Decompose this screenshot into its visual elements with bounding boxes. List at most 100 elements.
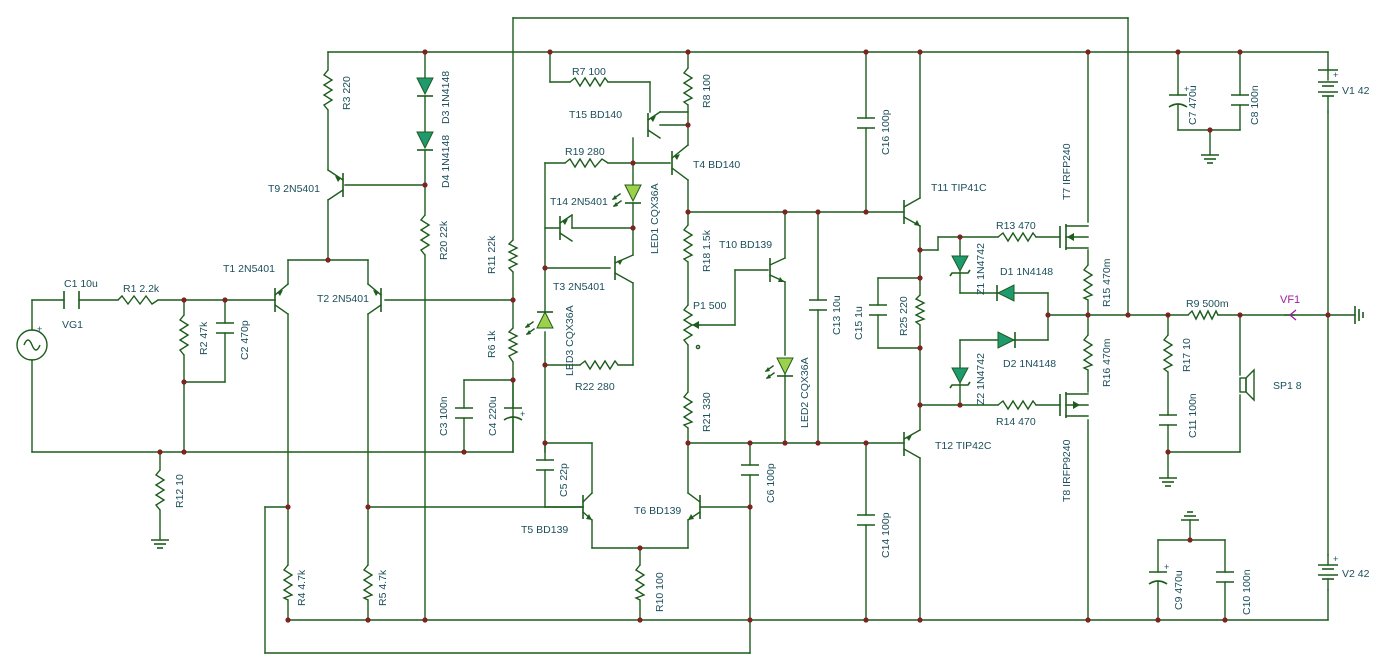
label-r5: R5 4.7k [377, 569, 389, 606]
label-d2: D2 1N4148 [1003, 358, 1056, 370]
c1-capacitor [63, 291, 80, 309]
r20-resistor [419, 214, 431, 256]
label-r6: R6 1k [486, 330, 498, 358]
label-vg1: VG1 [62, 319, 83, 331]
c3-capacitor [455, 407, 473, 419]
label-v1: V1 42 [1342, 85, 1370, 97]
label-t4: T4 BD140 [693, 159, 740, 171]
label-r22: R22 280 [575, 381, 615, 393]
t15-transistor [647, 111, 689, 139]
label-c8: C8 100n [1249, 85, 1261, 125]
junctions [157, 49, 1331, 623]
label-r3: R3 220 [341, 76, 353, 110]
d2-diode [997, 331, 1016, 349]
label-t11: T11 TIP41C [931, 182, 987, 194]
z1-zener [949, 255, 971, 277]
r19-resistor [564, 157, 609, 169]
c8-capacitor [1231, 94, 1249, 106]
label-r7: R7 100 [572, 66, 606, 78]
label-t3: T3 2N5401 [553, 281, 605, 293]
label-z1: Z1 1N4742 [975, 243, 987, 295]
t12-transistor [903, 429, 921, 459]
t9-transistor [327, 169, 344, 201]
c13-capacitor [809, 299, 827, 311]
led2-led [765, 357, 794, 379]
c2-capacitor [216, 322, 234, 334]
c5-capacitor [536, 459, 554, 471]
label-c5: C5 22p [558, 463, 570, 497]
r16-resistor [1082, 334, 1094, 371]
label-v2-plus: + [1333, 554, 1338, 564]
sources [16, 69, 1364, 591]
label-t12: T12 TIP42C [935, 440, 992, 452]
label-vg1-plus: + [37, 324, 42, 334]
label-led2: LED2 CQX36A [799, 357, 811, 428]
label-r12: R12 10 [174, 474, 186, 508]
label-r4: R4 4.7k [296, 569, 308, 606]
label-led3: LED3 CQX36A [564, 305, 576, 376]
r13-resistor [997, 231, 1037, 243]
r12-resistor [154, 469, 166, 511]
d1-diode [996, 284, 1015, 302]
t1-transistor [274, 283, 289, 315]
label-d3: D3 1N4148 [440, 71, 452, 124]
label-t7: T7 IRFP240 [1061, 143, 1073, 200]
c6-capacitor [741, 464, 759, 476]
t14-transistor [544, 214, 573, 242]
c4-capacitor [503, 407, 523, 453]
r22-resistor [579, 359, 619, 371]
v1-dc-source [1318, 69, 1338, 113]
led3-led [525, 310, 554, 335]
component-labels: C1 10u VG1 + R1 2.2k R2 47k C2 470p R12 … [37, 66, 1370, 615]
transistors [274, 111, 1089, 521]
label-c1: C1 10u [64, 278, 98, 290]
label-r17: R17 10 [1181, 338, 1193, 372]
label-c3: C3 100n [438, 396, 450, 436]
t5-transistor [582, 492, 593, 521]
resistors [117, 67, 1219, 601]
label-t15: T15 BD140 [569, 109, 622, 121]
label-r19: R19 280 [565, 146, 605, 158]
label-r8: R8 100 [701, 74, 713, 108]
r9-resistor [1187, 309, 1219, 321]
d3-diode [416, 77, 434, 97]
r18-resistor [682, 224, 694, 263]
label-r11: R11 22k [486, 235, 498, 274]
r7-resistor [569, 76, 609, 88]
c15-capacitor [869, 304, 887, 316]
label-c14: C14 100p [880, 512, 892, 558]
r4-resistor [282, 564, 294, 601]
r11-resistor [507, 239, 519, 273]
ground-symbols [151, 154, 1364, 549]
r17-resistor [1162, 334, 1174, 373]
label-r10: R10 100 [654, 572, 666, 612]
label-c15: C15 1u [853, 306, 865, 340]
label-t1: T1 2N5401 [223, 263, 275, 275]
label-r25: R25 220 [898, 296, 910, 336]
p1-potentiometer [682, 304, 694, 346]
label-vf1: VF1 [1280, 294, 1300, 306]
r2-resistor [178, 314, 190, 356]
c11-capacitor [1159, 414, 1177, 426]
label-t2: T2 2N5401 [317, 293, 369, 305]
label-r1: R1 2.2k [123, 283, 160, 295]
z2-zener [949, 367, 971, 389]
label-t8: T8 IRFP9240 [1061, 439, 1073, 502]
r5-resistor [362, 564, 374, 601]
label-t10: T10 BD139 [719, 239, 772, 251]
t7-mosfet [1059, 224, 1089, 250]
label-p1: P1 500 [693, 300, 726, 312]
sp1-speaker [1239, 368, 1255, 402]
label-c16: C16 100p [880, 109, 892, 155]
label-t14: T14 2N5401 [550, 196, 608, 208]
label-c7: C7 470u [1187, 85, 1199, 125]
label-c9: C9 470u [1173, 570, 1185, 610]
label-t9: T9 2N5401 [268, 183, 320, 195]
r14-resistor [997, 399, 1037, 411]
wires [31, 17, 1356, 654]
t11-transistor [903, 197, 921, 227]
label-c4: C4 220u [487, 396, 499, 436]
vf1-probe [1284, 309, 1297, 321]
label-c4-plus: + [520, 409, 525, 419]
label-r13: R13 470 [996, 220, 1036, 232]
